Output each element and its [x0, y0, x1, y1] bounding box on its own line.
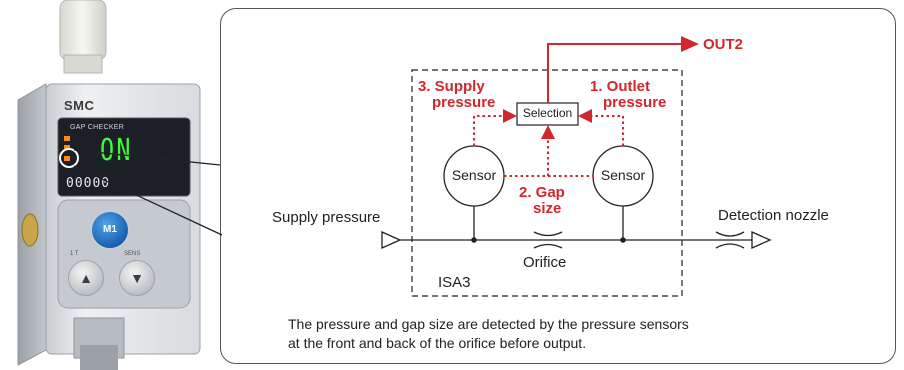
sensor-left-label: Sensor — [451, 167, 497, 183]
supply-signal-path — [473, 109, 517, 146]
supply-pressure-label: Supply pressure — [272, 209, 381, 226]
device-display-value: ON — [100, 133, 133, 168]
device-label-left: 1 T — [70, 251, 79, 257]
caption-line-2: at the front and back of the orifice bef… — [288, 335, 587, 351]
device-label-right: SENS — [124, 251, 141, 257]
out2-label: OUT2 — [703, 36, 744, 53]
device-sub-display: 00000 — [66, 176, 111, 191]
callout-frame — [220, 8, 896, 364]
orifice-symbol — [533, 231, 563, 249]
device-down-button: ▼ — [119, 260, 155, 296]
out2-arrow — [547, 36, 699, 103]
outlet-pressure-red-line2: pressure — [603, 94, 667, 111]
selection-label: Selection — [522, 106, 573, 120]
outlet-pressure-red-line1: 1. Outlet — [590, 78, 651, 95]
callout-pointer-top — [73, 149, 221, 166]
detection-nozzle-label: Detection nozzle — [718, 207, 829, 224]
device-up-button: ▲ — [68, 260, 104, 296]
nozzle-restriction — [715, 231, 745, 249]
device-screen-title: GAP CHECKER — [70, 124, 125, 131]
isa3-label: ISA3 — [438, 274, 471, 291]
device-brand-logo: SMC — [64, 98, 95, 113]
outlet-signal-path — [578, 109, 624, 146]
nozzle-triangle — [751, 230, 772, 250]
caption-line-1: The pressure and gap size are detected b… — [288, 316, 689, 332]
device-m1-button: M1 — [90, 210, 130, 250]
supply-pressure-red-line2: pressure — [432, 94, 496, 111]
gap-size-red-line1: 2. Gap — [519, 184, 565, 201]
sensor-right-label: Sensor — [600, 167, 646, 183]
supply-inlet-triangle — [381, 230, 402, 250]
gap-size-red-line2: size — [533, 200, 562, 217]
triangle-down-icon: ▼ — [130, 270, 144, 286]
triangle-up-icon: ▲ — [79, 270, 93, 286]
supply-pressure-red-line1: 3. Supply — [418, 78, 485, 95]
callout-pointer-bottom — [73, 165, 223, 236]
orifice-label: Orifice — [523, 254, 567, 271]
